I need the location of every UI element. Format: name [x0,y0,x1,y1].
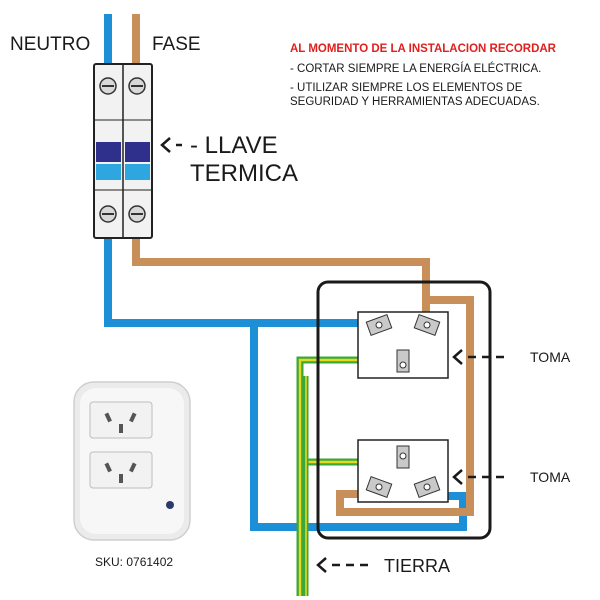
circuit-breaker-icon [93,63,153,239]
neutro-label: NEUTRO [10,34,90,55]
wires [104,14,474,596]
screw-icon [128,205,146,223]
left-arrow-icon [316,557,368,573]
top-outlet [357,311,449,379]
left-arrow-icon [452,349,504,365]
phase-wire-top-outlet [132,236,430,323]
screw-icon [99,77,117,95]
fase-label: FASE [152,34,201,55]
notice-line-1: - CORTAR SIEMPRE LA ENERGÍA ELÉCTRICA. [290,62,541,75]
left-arrow-icon [452,469,504,485]
toma-bottom-label: TOMA [530,469,571,485]
notice-line-3: SEGURIDAD Y HERRAMIENTAS ADECUADAS. [290,96,540,108]
toma-top-label: TOMA [530,349,571,365]
neutral-wire-top-outlet [104,236,380,327]
screw-icon [99,205,117,223]
tierra-label: TIERRA [384,556,450,576]
left-arrow-icon [160,137,182,153]
bottom-outlet [357,439,449,503]
outlet-box [316,280,492,540]
llave-label: - LLAVE [190,132,278,159]
notice-title: AL MOMENTO DE LA INSTALACION RECORDAR [290,43,557,55]
termica-label: TERMICA [190,160,298,187]
outlet-icon [73,381,191,541]
screw-icon [128,77,146,95]
notice-line-2: - UTILIZAR SIEMPRE LOS ELEMENTOS DE [290,82,523,94]
sku-label: SKU: 0761402 [95,555,173,569]
